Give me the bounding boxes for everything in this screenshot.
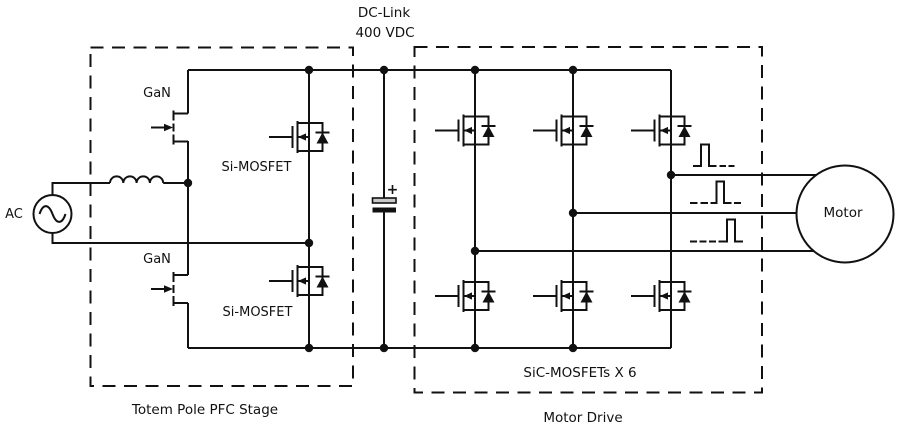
ac-line-wire: [51, 182, 110, 196]
si-mosfet-lower-label: Si-MOSFET: [222, 305, 293, 320]
sic-mosfet-top-2-symbol: [532, 113, 595, 148]
pwm-pulses: [690, 143, 743, 243]
sine-wave-icon: [38, 205, 67, 223]
si-mosfet-upper-symbol: [268, 120, 331, 154]
pwm-pulse-1: [693, 143, 735, 167]
ac-source-symbol: [32, 194, 73, 234]
sic-mosfet-bottom-1-symbol: [434, 279, 497, 313]
motor-circle: [795, 164, 895, 264]
motor-drive-box: [413, 46, 763, 394]
motor-label: Motor: [823, 205, 863, 221]
gan-upper-label: GaN: [143, 86, 171, 101]
boost-inductor: [109, 175, 165, 184]
pwm-pulse-3: [690, 218, 743, 243]
pfc-stage-box: [89, 46, 354, 387]
sic-mosfet-top-1-symbol: [434, 113, 497, 148]
sic-mosfets-label: SiC-MOSFETs X 6: [523, 365, 637, 381]
motor-drive-caption: Motor Drive: [543, 410, 623, 426]
wires: [51, 69, 822, 349]
ac-neutral-wire: [51, 232, 309, 244]
si-mosfet-upper-label: Si-MOSFET: [221, 160, 292, 175]
sic-mosfet-bottom-2-symbol: [532, 279, 595, 313]
ac-source-label: AC: [5, 206, 23, 222]
sic-mosfet-bottom-3-symbol: [630, 279, 693, 313]
gan-fet-lower-symbol: [150, 271, 189, 307]
dc-link-label-line2: 400 VDC: [355, 25, 415, 41]
dc-link-capacitor-symbol: [371, 197, 397, 213]
dc-link-label-line1: DC-Link: [357, 5, 411, 21]
si-mosfet-lower-symbol: [268, 264, 331, 298]
sic-mosfet-top-3-symbol: [630, 113, 693, 148]
pfc-stage-caption: Totem Pole PFC Stage: [131, 402, 279, 418]
capacitor-polarity-sign: +: [386, 182, 399, 198]
pwm-pulse-2: [690, 180, 741, 204]
gan-lower-label: GaN: [143, 252, 171, 267]
gan-fet-upper-symbol: [150, 109, 189, 146]
junction-dots: [183, 65, 676, 353]
